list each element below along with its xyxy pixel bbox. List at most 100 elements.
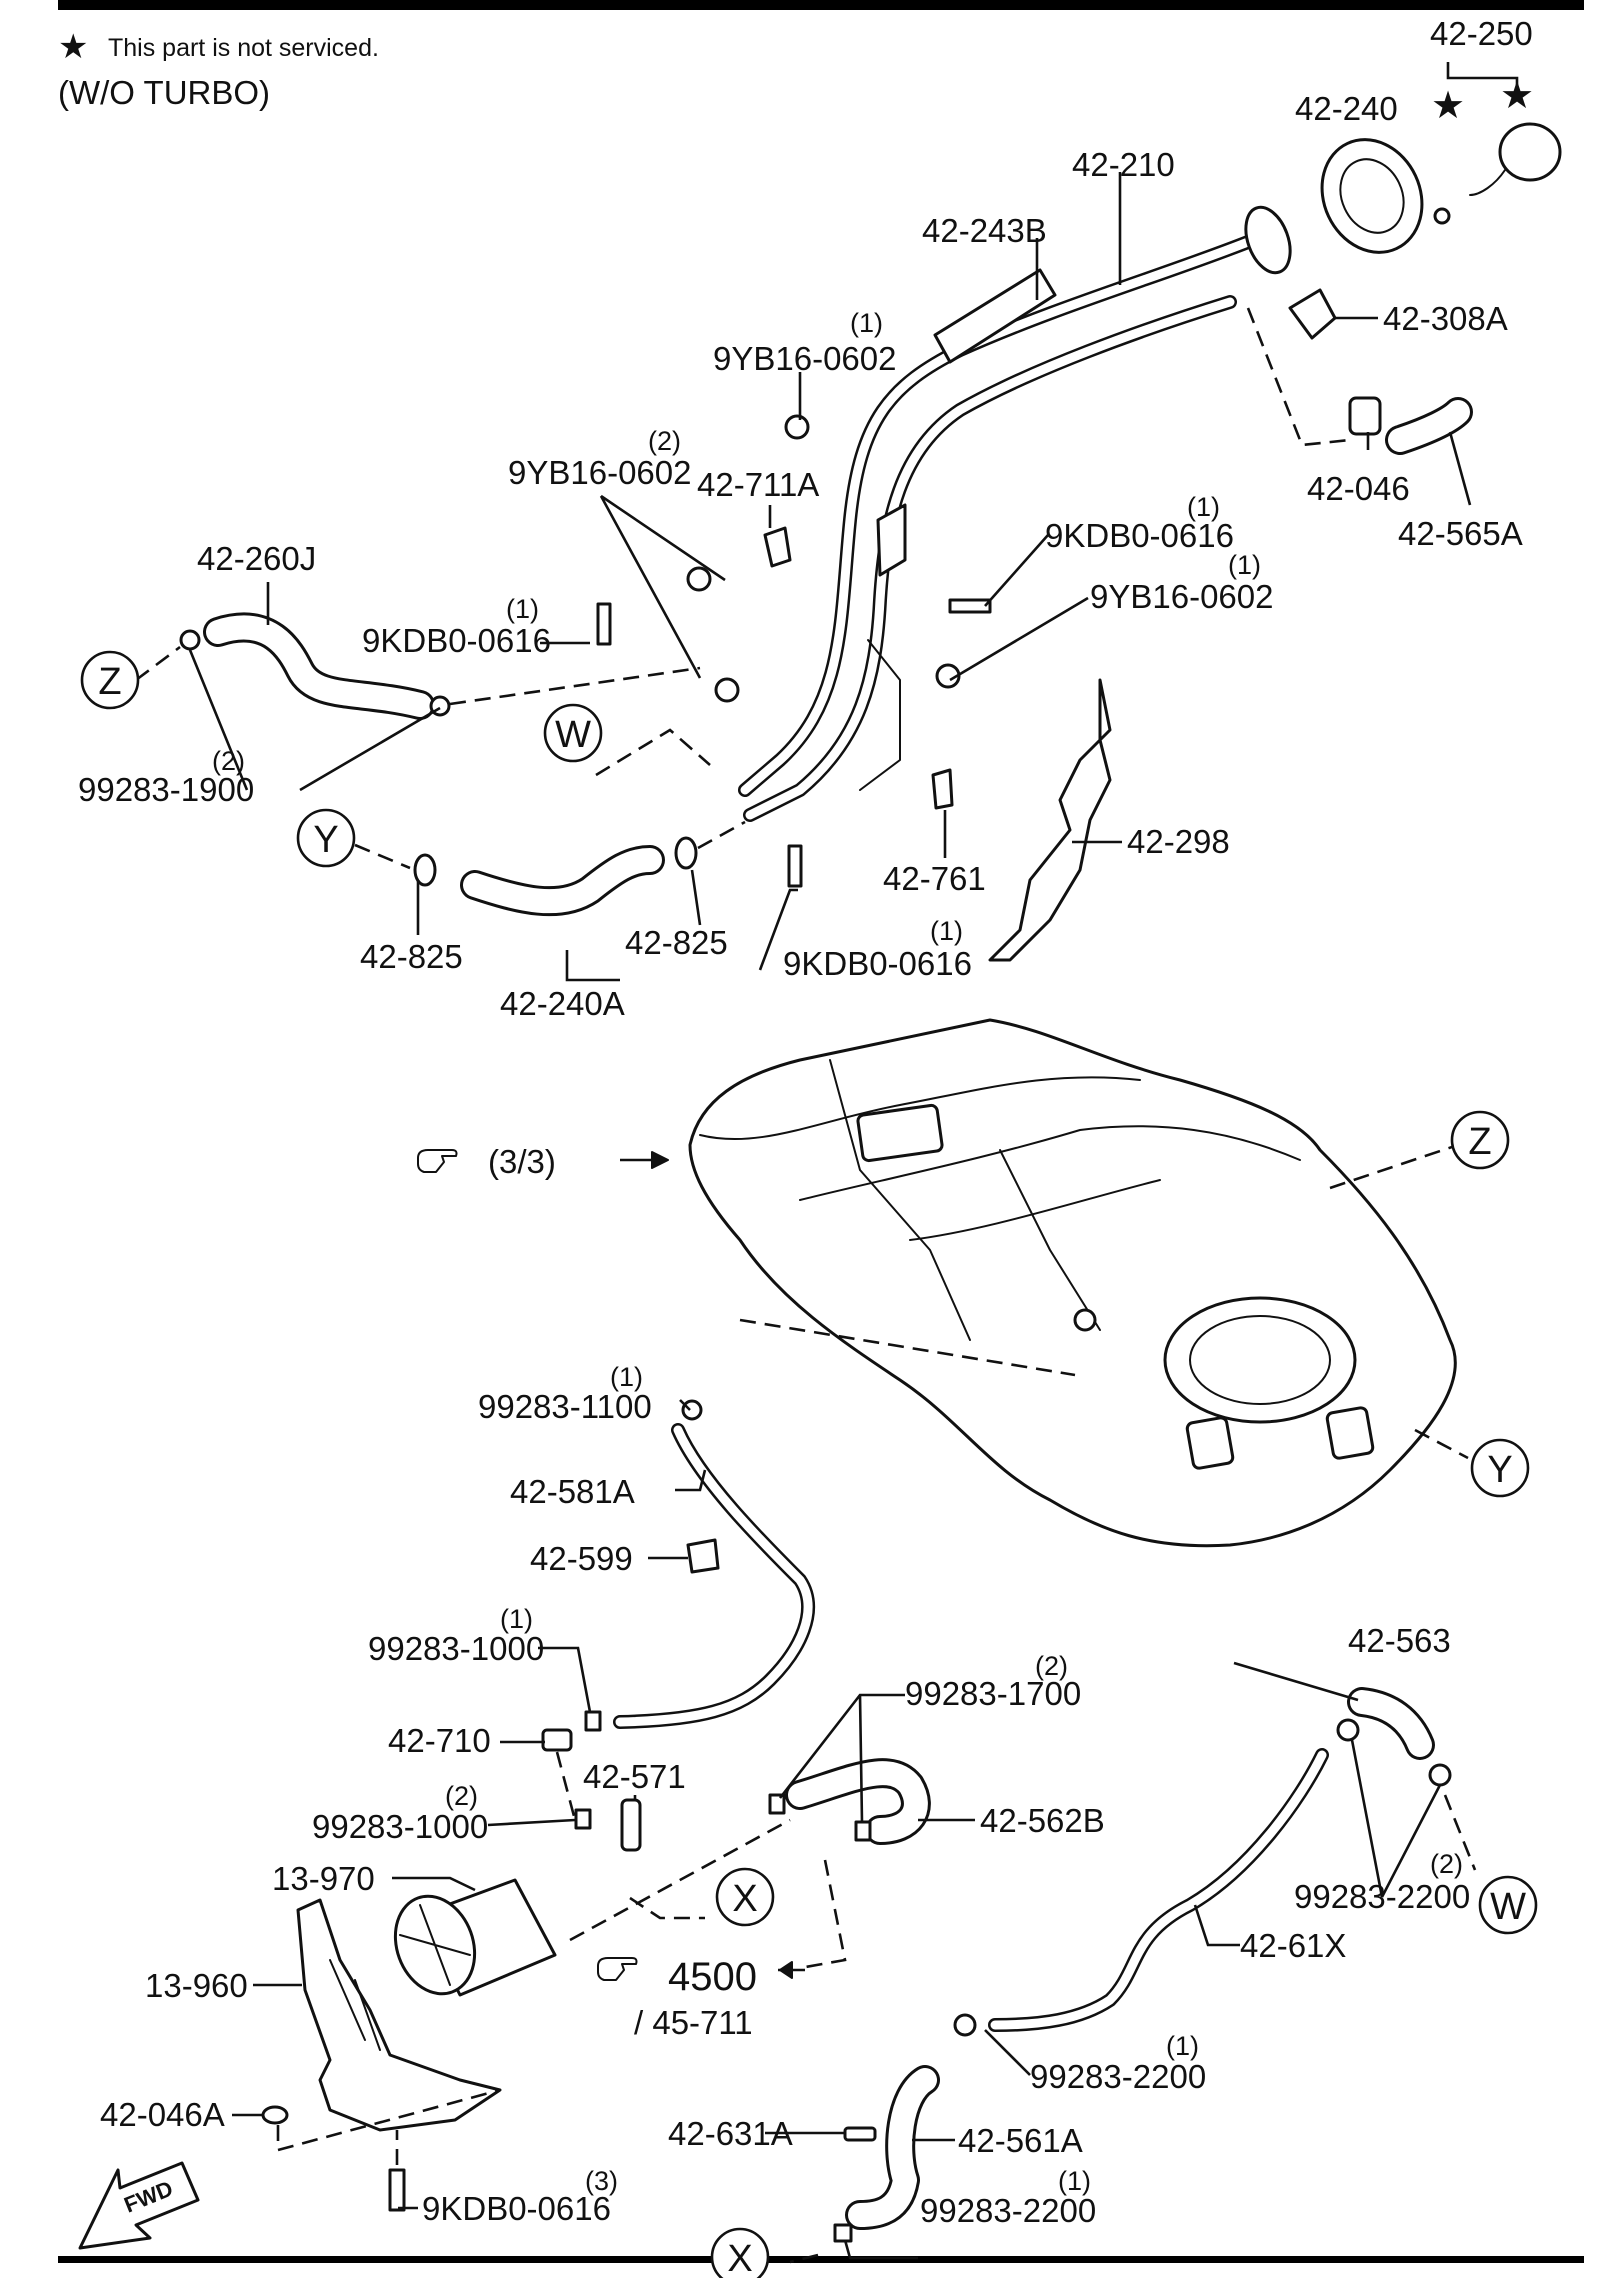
pipe-protector-42-243B <box>933 268 1057 364</box>
clip-42-599 <box>686 1538 720 1574</box>
label-13-960: 13-960 <box>145 1967 248 2004</box>
label-42-308A: 42-308A <box>1383 300 1508 337</box>
nut-9YB16-a <box>784 414 810 440</box>
washer-42-046A <box>261 2105 289 2125</box>
connector-x-a-label: X <box>732 1878 757 1920</box>
label-99283-2200-c: 99283-2200 <box>920 2192 1096 2229</box>
tank-vent-valve <box>1073 1308 1097 1332</box>
label-42-046A: 42-046A <box>100 2096 225 2133</box>
cap-42-046 <box>1348 396 1382 436</box>
filler-pipe-assembly <box>135 122 1562 962</box>
label-42-599: 42-599 <box>530 1540 633 1577</box>
label-99283-2200-a: 99283-2200 <box>1294 1878 1470 1915</box>
ref-page-3-of-3: (3/3) <box>488 1143 556 1180</box>
note-text: This part is not serviced. <box>108 34 379 62</box>
label-42-240: 42-240 <box>1295 90 1398 127</box>
clamp-99283-1700-a <box>768 1793 786 1815</box>
cap-washer <box>1433 207 1451 225</box>
label-42-562B: 42-562B <box>980 1802 1105 1839</box>
fuel-cap-42-250 <box>1498 122 1562 182</box>
qty-99283-1000-b: (2) <box>445 1781 478 1811</box>
label-99283-1700: 99283-1700 <box>905 1675 1081 1712</box>
label-42-298: 42-298 <box>1127 823 1230 860</box>
heat-shield-42-298 <box>988 678 1112 962</box>
label-13-970: 13-970 <box>272 1860 375 1897</box>
filler-neck <box>1244 205 1292 275</box>
filler-housing-42-240 <box>1320 138 1424 254</box>
clamp-99283-1000-a <box>584 1710 602 1732</box>
label-9KDB0-c: 9KDB0-0616 <box>783 945 972 982</box>
bottom-rule <box>58 2256 1584 2263</box>
clip-42-761 <box>931 768 954 810</box>
nut-9YB16-c <box>714 677 740 703</box>
connector-x-b-label: X <box>727 2238 752 2278</box>
label-99283-2200-b: 99283-2200 <box>1030 2058 1206 2095</box>
label-42-563: 42-563 <box>1348 1622 1451 1659</box>
qty-9KDB0-a: (1) <box>1187 492 1220 522</box>
label-42-581A: 42-581A <box>510 1473 635 1510</box>
label-42-61X: 42-61X <box>1240 1927 1346 1964</box>
variant-label: (W/O TURBO) <box>58 74 270 111</box>
evap-system <box>261 1399 1477 2264</box>
connector-42-631A <box>843 2126 877 2142</box>
clamp-42-825-a <box>413 853 437 887</box>
bracket-13-960 <box>296 1898 502 2132</box>
bolt-9KDB0-c <box>787 844 803 888</box>
qty-99283-2200-a: (2) <box>1430 1849 1463 1879</box>
qty-99283-2200-c: (1) <box>1058 2166 1091 2196</box>
label-42-561A: 42-561A <box>958 2122 1083 2159</box>
connector-w-b <box>1478 1875 1538 1935</box>
label-42-710: 42-710 <box>388 1722 491 1759</box>
connector-z-a <box>80 650 140 710</box>
label-42-250: 42-250 <box>1430 15 1533 52</box>
tank-pad-b <box>1325 1406 1375 1460</box>
label-9KDB0-d: 9KDB0-0616 <box>422 2190 611 2227</box>
label-ref-45-711: / 45-711 <box>634 2004 753 2041</box>
connector-z-b <box>1450 1110 1510 1170</box>
label-42-046: 42-046 <box>1307 470 1410 507</box>
qty-9YB16-c: (1) <box>1228 550 1261 580</box>
label-9YB16-b: 9YB16-0602 <box>508 454 691 491</box>
qty-9KDB0-d: (3) <box>585 2166 618 2196</box>
tank-body <box>688 1018 1457 1548</box>
clip-42-308A <box>1288 288 1337 340</box>
hose-42-571 <box>620 1798 642 1852</box>
label-99283-1000-b: 99283-1000 <box>312 1808 488 1845</box>
connector-w-b-label: W <box>1490 1886 1526 1928</box>
label-42-711A: 42-711A <box>697 466 819 503</box>
forward-arrow-icon: FWD <box>78 2161 200 2250</box>
star-icon-b: ★ <box>1500 75 1534 117</box>
qty-99283-1000-a: (1) <box>500 1604 533 1634</box>
bolt-9KDB0-a <box>596 602 612 646</box>
label-9KDB0-a: 9KDB0-0616 <box>1045 517 1234 554</box>
clamp-99283-1000-b <box>574 1808 592 1830</box>
tank-pad-c <box>856 1103 944 1163</box>
label-99283-1900: 99283-1900 <box>78 771 254 808</box>
note-star-icon: ★ <box>58 28 88 66</box>
connector-x-b <box>710 2227 770 2278</box>
connector-z-a-label: Z <box>98 661 121 703</box>
qty-99283-1900: (2) <box>212 746 245 776</box>
star-icon-a: ★ <box>1431 85 1465 127</box>
clamp-99283-2200-d <box>833 2223 853 2243</box>
connector-z-b-label: Z <box>1468 1121 1491 1163</box>
part-labels: 42-250 42-240 42-210 42-243B 42-308A 42-… <box>78 15 1533 2229</box>
label-42-571: 42-571 <box>583 1758 686 1795</box>
pointing-hand-icon-b <box>597 1957 638 1981</box>
connector-x-a <box>715 1867 775 1927</box>
clamp-99283-1100 <box>681 1399 703 1421</box>
label-42-761: 42-761 <box>883 860 986 897</box>
tank-pad-a <box>1185 1416 1235 1470</box>
qty-99283-2200-b: (1) <box>1166 2031 1199 2061</box>
connector-bubbles: Z Z Y Y W W X X <box>80 650 1538 2278</box>
connector-y-b-label: Y <box>1487 1449 1512 1491</box>
label-42-240A: 42-240A <box>500 985 625 1022</box>
label-42-825-a: 42-825 <box>360 938 463 975</box>
leader-lines <box>188 62 1519 2260</box>
qty-99283-1100: (1) <box>610 1362 643 1392</box>
connector-w-a-label: W <box>555 714 591 756</box>
clip-42-711A <box>763 526 792 568</box>
clamp-99283-2200-c <box>953 2013 977 2037</box>
vapor-line-42-581A <box>613 1423 815 1729</box>
